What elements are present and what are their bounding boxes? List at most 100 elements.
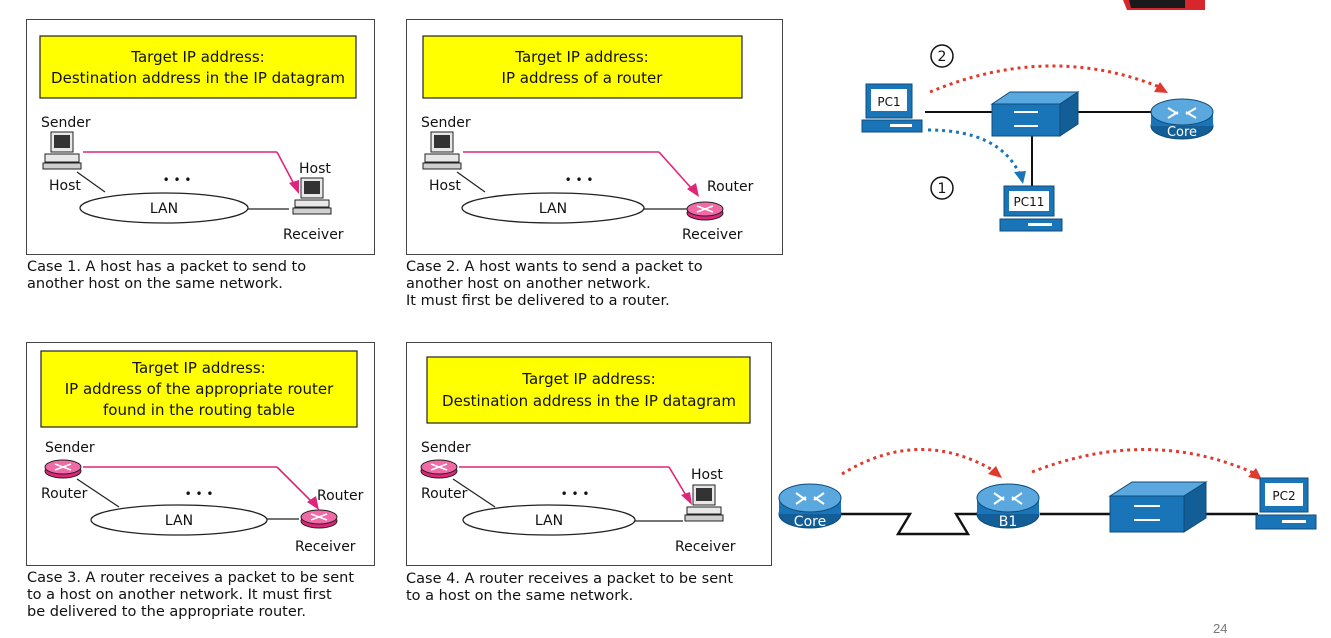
lan-ellipse xyxy=(462,504,636,536)
case-1-diagram: Target IP address: Destination address i… xyxy=(39,35,357,243)
target-ip-desc: Destination address in the IP datagram xyxy=(442,392,736,410)
target-ip-desc: Destination address in the IP datagram xyxy=(51,69,345,87)
corner-accent xyxy=(1123,0,1205,10)
core-router-icon: Core xyxy=(1150,98,1214,140)
path-b1-to-pc2-arrowhead xyxy=(1248,468,1262,480)
pc11-computer-icon: PC11 xyxy=(999,185,1063,232)
sender-label: Sender xyxy=(421,115,471,131)
lan-label: LAN xyxy=(150,201,178,217)
lan-ellipse xyxy=(461,192,645,224)
target-ip-title: Target IP address: xyxy=(131,359,265,377)
router-icon xyxy=(686,201,724,221)
path-to-pc11-arrowhead xyxy=(1014,171,1026,184)
receiver-label: Receiver xyxy=(283,227,344,243)
dots: • • • xyxy=(185,487,214,501)
pc2-label: PC2 xyxy=(1272,489,1295,503)
sender-role-label: Host xyxy=(49,178,81,194)
case-4-panel: Target IP address: Destination address i… xyxy=(406,342,772,566)
target-ip-box xyxy=(40,350,358,428)
path-to-pc11 xyxy=(927,128,1022,176)
path-to-core xyxy=(929,64,1163,94)
lan-label: LAN xyxy=(539,201,567,217)
sender-router-icon xyxy=(44,459,82,479)
path-to-core-arrowhead xyxy=(1154,82,1168,93)
pc1-computer-icon: PC1 xyxy=(861,83,923,133)
receiver-host-computer-icon xyxy=(292,177,332,215)
path-core-to-b1 xyxy=(841,448,997,476)
receiver-role-label: Router xyxy=(707,179,754,195)
receiver-host-computer-icon xyxy=(684,484,724,522)
receiver-label: Receiver xyxy=(295,539,356,555)
lan-ellipse xyxy=(90,504,268,536)
dots: • • • xyxy=(565,173,594,187)
receiver-label: Receiver xyxy=(682,227,743,243)
target-ip-box xyxy=(39,35,357,99)
core-label: Core xyxy=(1167,125,1197,140)
packet-path-arrow xyxy=(658,151,694,191)
case-4-caption: Case 4. A router receives a packet to be… xyxy=(406,571,734,604)
dots: • • • xyxy=(561,487,590,501)
receiver-role-label: Router xyxy=(317,488,364,504)
step-one-marker: 1 xyxy=(930,176,954,200)
sender-label: Sender xyxy=(41,115,91,131)
serial-link-core-b1 xyxy=(840,512,978,536)
receiver-role-label: Host xyxy=(691,467,723,483)
pc1-label: PC1 xyxy=(877,95,900,109)
target-ip-desc: IP address of a router xyxy=(502,69,664,87)
receiver-label: Receiver xyxy=(675,539,736,555)
sender-host-computer-icon xyxy=(42,131,82,170)
case-1-caption: Case 1. A host has a packet to send to a… xyxy=(27,259,307,292)
case-4-diagram: Target IP address: Destination address i… xyxy=(420,356,751,555)
sender-role-label: Router xyxy=(421,486,468,502)
sender-role-label: Host xyxy=(429,178,461,194)
dots: • • • xyxy=(163,173,192,187)
sender-link xyxy=(452,478,496,508)
lan-ellipse xyxy=(79,192,249,224)
path-core-to-b1-arrowhead xyxy=(988,466,1002,478)
sender-role-label: Router xyxy=(41,486,88,502)
sender-link xyxy=(76,171,106,193)
b1-label: B1 xyxy=(999,514,1018,530)
core-label: Core xyxy=(794,514,826,530)
case-1-panel: Target IP address: Destination address i… xyxy=(26,19,375,255)
lan-label: LAN xyxy=(165,513,193,529)
packet-path-arrow xyxy=(276,466,314,504)
sender-label: Sender xyxy=(45,440,95,456)
switch-icon xyxy=(990,91,1080,137)
lan-label: LAN xyxy=(535,513,563,529)
target-ip-title: Target IP address: xyxy=(514,48,648,66)
target-ip-desc-line1: IP address of the appropriate router xyxy=(65,380,334,398)
sender-label: Sender xyxy=(421,440,471,456)
sender-router-icon xyxy=(420,459,458,479)
packet-path-arrow xyxy=(276,151,296,187)
receiver-router-icon xyxy=(300,509,338,529)
packet-arrowhead xyxy=(681,492,692,505)
packet-arrowhead xyxy=(307,496,319,510)
case-3-diagram: Target IP address: IP address of the app… xyxy=(40,350,364,555)
svg-text:2: 2 xyxy=(938,49,947,65)
case-2-diagram: Target IP address: IP address of a route… xyxy=(421,35,754,243)
topology-bottom: Core B1 PC2 xyxy=(778,448,1317,536)
target-ip-title: Target IP address: xyxy=(130,48,264,66)
target-ip-title: Target IP address: xyxy=(521,370,655,388)
sender-link xyxy=(456,171,486,193)
pc2-computer-icon: PC2 xyxy=(1255,477,1317,530)
sender-link xyxy=(76,478,120,508)
switch-icon xyxy=(1108,481,1208,533)
path-b1-to-pc2 xyxy=(1031,448,1257,476)
case-2-panel: Target IP address: IP address of a route… xyxy=(406,19,783,255)
packet-arrowhead xyxy=(289,180,299,194)
case-3-panel: Target IP address: IP address of the app… xyxy=(26,342,375,566)
page-number: 24 xyxy=(1213,621,1228,636)
receiver-role-label: Host xyxy=(299,161,331,177)
svg-text:1: 1 xyxy=(938,181,947,197)
case-3-caption: Case 3. A router receives a packet to be… xyxy=(27,570,355,620)
packet-arrowhead xyxy=(687,183,699,197)
target-ip-box xyxy=(422,35,743,99)
b1-router-icon: B1 xyxy=(976,483,1040,530)
core-router-icon: Core xyxy=(778,483,842,530)
target-ip-box xyxy=(426,356,751,424)
case-2-caption: Case 2. A host wants to send a packet to… xyxy=(406,259,703,309)
topology-top: 2 1 PC1 Core PC11 xyxy=(861,44,1214,232)
sender-host-computer-icon xyxy=(422,131,462,170)
